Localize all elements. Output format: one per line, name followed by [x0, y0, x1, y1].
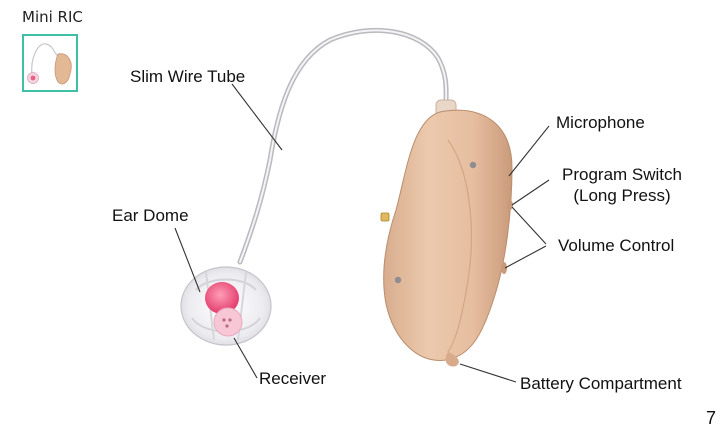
label-program-switch-line2: (Long Press) [573, 186, 671, 205]
label-slim-wire-tube: Slim Wire Tube [130, 67, 246, 86]
label-program-switch: Program Switch (Long Press) [556, 164, 688, 206]
receiver [205, 282, 243, 337]
label-ear-dome: Ear Dome [112, 206, 189, 225]
label-volume-control: Volume Control [558, 236, 675, 255]
leader-lines [174, 83, 550, 383]
label-receiver: Receiver [259, 369, 327, 388]
mini-ric-thumbnail [22, 34, 78, 92]
page-number: 7 [705, 408, 716, 428]
hearing-aid-body [383, 109, 513, 367]
label-battery-compartment: Battery Compartment [520, 374, 682, 393]
label-program-switch-line1: Program Switch [562, 165, 682, 184]
slide-title: Mini RIC [22, 8, 83, 26]
label-microphone: Microphone [556, 113, 645, 132]
hearing-aid-thumbnail-icon [27, 43, 72, 85]
contact-pad [380, 212, 390, 222]
